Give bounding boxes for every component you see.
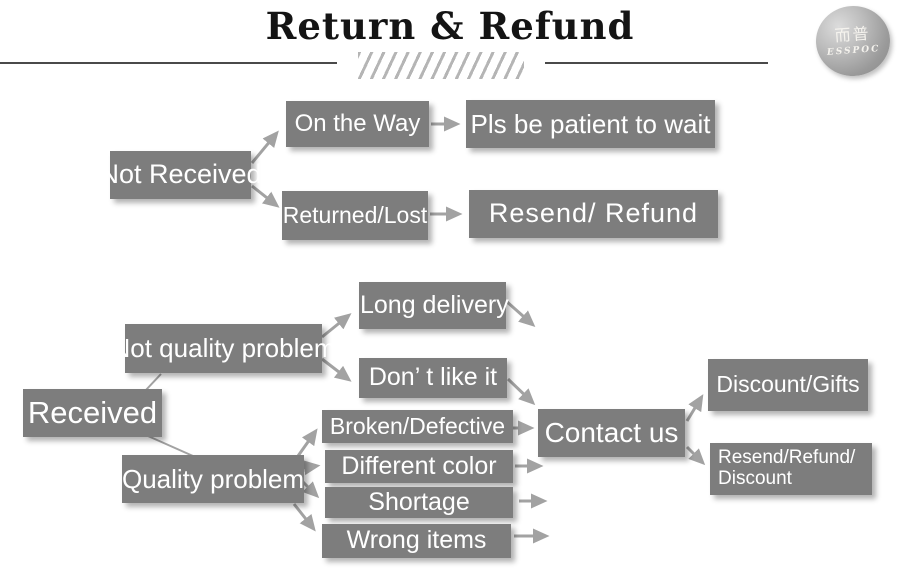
- node-resend-refund-discount-line1: Resend/Refund/: [718, 447, 856, 469]
- node-returned-lost: Returned/Lost: [282, 191, 428, 240]
- node-on-the-way: On the Way: [286, 101, 429, 147]
- node-resend-refund-discount: Resend/Refund/ Discount: [710, 443, 872, 495]
- node-broken-defective: Broken/Defective: [322, 410, 513, 443]
- node-not-received: Not Received: [99, 151, 262, 199]
- node-pls-be-patient: Pls be patient to wait: [466, 100, 715, 148]
- node-resend-refund: Resend/ Refund: [469, 190, 718, 238]
- page-title: Return & Refund: [265, 4, 635, 48]
- node-contact-us: Contact us: [538, 409, 685, 457]
- node-different-color: Different color: [325, 450, 513, 483]
- hatch-marks-decoration: [358, 52, 524, 79]
- node-discount-gifts: Discount/Gifts: [708, 359, 868, 411]
- node-shortage: Shortage: [325, 487, 513, 518]
- node-resend-refund-discount-line2: Discount: [718, 468, 792, 489]
- node-received: Received: [23, 389, 162, 437]
- node-long-delivery: Long delivery: [359, 282, 509, 329]
- node-wrong-items: Wrong items: [322, 524, 511, 558]
- header-divider-left: [0, 62, 337, 64]
- node-quality-problem: Quality problem: [122, 455, 304, 503]
- header-divider-right: [545, 62, 768, 64]
- node-dont-like-it: Don’ t like it: [359, 358, 507, 398]
- node-not-quality-problem: Not quality problem: [112, 324, 336, 373]
